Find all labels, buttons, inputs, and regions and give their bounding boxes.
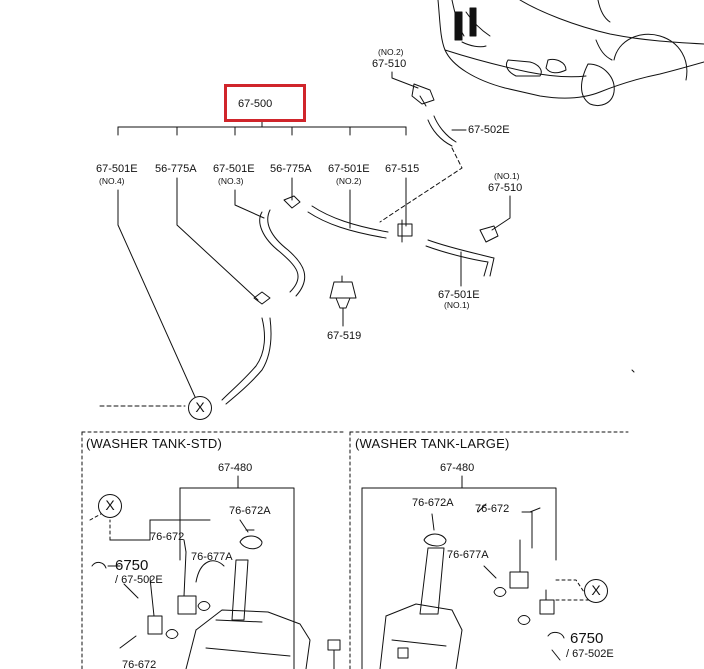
part-67-500: 67-500 (238, 98, 273, 110)
large-x-marker: X (584, 579, 608, 603)
part-no2-top: (NO.2) (378, 47, 404, 57)
part-67-501E-no3: 67-501E (213, 163, 255, 175)
std-section-header: (WASHER TANK-STD) (86, 436, 223, 451)
part-67-519: 67-519 (327, 330, 362, 342)
large-76-672A: 76-672A (412, 497, 454, 509)
part-no1-bottom: (NO.1) (444, 300, 470, 310)
std-tank-drawing (91, 475, 341, 669)
large-section-header: (WASHER TANK-LARGE) (355, 436, 510, 451)
std-6750: 6750 (115, 557, 149, 574)
part-67-501E-no1: 67-501E (438, 289, 480, 301)
std-67-480: 67-480 (218, 462, 253, 474)
section-dividers (81, 431, 629, 669)
hoses-and-nozzles (221, 83, 499, 405)
std-x-marker: X (98, 494, 122, 518)
large-76-677A: 76-677A (447, 549, 489, 561)
std-76-672: 76-672 (150, 531, 185, 543)
large-dashed (555, 579, 605, 601)
part-56-775A-b: 56-775A (270, 163, 312, 175)
part-no3: (NO.3) (218, 176, 244, 186)
part-67-510-no2: 67-510 (372, 58, 407, 70)
part-67-501E-no4: 67-501E (96, 163, 138, 175)
large-tank-drawing (361, 475, 565, 669)
x-marker-top: X (188, 396, 212, 420)
std-67-502E: / 67-502E (115, 574, 163, 586)
part-no4: (NO.4) (99, 176, 125, 186)
assembly-bracket (117, 119, 407, 136)
part-no2-mid: (NO.2) (336, 176, 362, 186)
std-76-672A: 76-672A (229, 505, 271, 517)
large-6750: 6750 (570, 630, 604, 647)
part-67-501E-no2: 67-501E (328, 163, 370, 175)
part-67-515: 67-515 (385, 163, 420, 175)
large-67-502E: / 67-502E (566, 648, 614, 660)
highlight-box (224, 84, 306, 122)
large-76-672: 76-672 (475, 503, 510, 515)
large-67-480: 67-480 (440, 462, 475, 474)
car-front-drawing (437, 0, 704, 106)
part-no1-right: (NO.1) (494, 171, 520, 181)
part-67-510-no1: 67-510 (488, 182, 523, 194)
std-76-677A: 76-677A (191, 551, 233, 563)
part-67-502E-top: 67-502E (468, 124, 510, 136)
leader-lines (117, 71, 635, 409)
part-56-775A-a: 56-775A (155, 163, 197, 175)
std-76-672-bottom: 76-672 (122, 659, 157, 669)
std-dashed (89, 509, 111, 541)
dashed-leaders (99, 147, 463, 407)
